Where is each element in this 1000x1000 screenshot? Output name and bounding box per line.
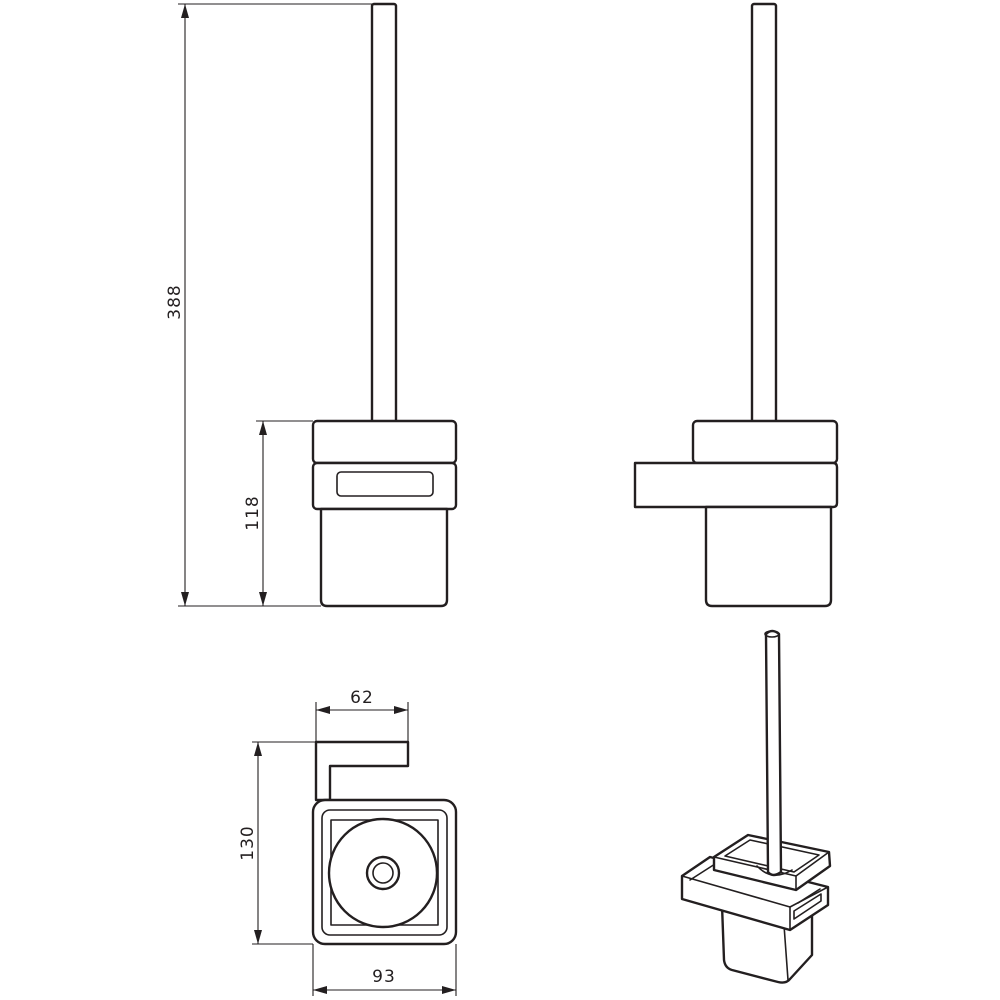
holder-lid-side xyxy=(691,419,839,465)
dimension-label-130: 130 xyxy=(238,825,258,860)
dimension-bracket-depth: 62 xyxy=(315,688,409,742)
dimension-label-62: 62 xyxy=(350,688,374,708)
dimension-overall-depth: 130 xyxy=(238,741,316,945)
holder-cup xyxy=(319,507,449,608)
brush-handle xyxy=(370,2,398,426)
side-view xyxy=(633,2,839,608)
holder-inner-top xyxy=(321,809,448,936)
band-slot xyxy=(336,471,434,497)
front-view xyxy=(311,2,458,608)
holder-cup-side xyxy=(704,505,833,608)
dimension-label-93: 93 xyxy=(372,967,396,987)
dimension-label-118: 118 xyxy=(243,495,263,530)
isometric-view xyxy=(680,629,832,984)
wall-bracket-side xyxy=(633,461,839,509)
dimension-total-height: 388 xyxy=(165,3,372,607)
handle-ring-inner xyxy=(372,862,394,884)
dimension-label-388: 388 xyxy=(165,284,185,319)
iso-wall-bracket xyxy=(680,855,830,932)
dimension-holder-height: 118 xyxy=(243,420,321,607)
iso-brush-handle xyxy=(764,629,783,877)
wall-plate-top xyxy=(314,740,410,802)
brush-handle-side xyxy=(750,2,778,426)
iso-band-slot xyxy=(793,893,822,920)
handle-ring-outer xyxy=(365,855,401,891)
top-view xyxy=(311,740,458,946)
dimension-holder-width: 93 xyxy=(312,944,457,996)
holder-band xyxy=(311,461,458,511)
holder-lid xyxy=(311,419,458,465)
